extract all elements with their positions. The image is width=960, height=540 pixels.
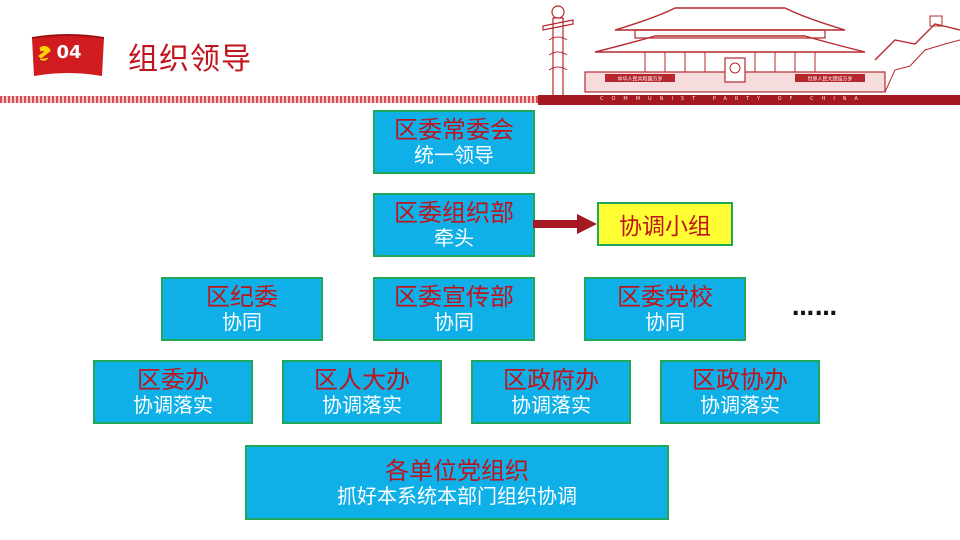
- party-organizations-box: 各单位党组织 抓好本系统本部门组织协调: [245, 445, 669, 520]
- right-arrow-icon: [533, 214, 597, 234]
- box-title: 区人大办: [314, 366, 410, 395]
- cppcc-office-box: 区政协办 协调落实: [660, 360, 820, 424]
- box-role: 协调落实: [700, 393, 780, 418]
- box-role: 抓好本系统本部门组织协调: [337, 483, 577, 508]
- page-title: 组织领导: [128, 42, 252, 77]
- motto-text: COMMUNIST PARTY OF CHINA: [600, 96, 866, 102]
- box-role: 协调落实: [511, 393, 591, 418]
- box-role: 统一领导: [414, 143, 494, 168]
- box-title: 区政府办: [503, 366, 599, 395]
- box-role: 协调落实: [322, 393, 402, 418]
- box-title: 区政协办: [692, 366, 788, 395]
- banner-left-text: 中华人民共和国万岁: [617, 76, 662, 83]
- box-title: 区委组织部: [394, 199, 514, 228]
- discipline-committee-box: 区纪委 协同: [161, 277, 323, 341]
- party-flag-icon: [31, 34, 105, 76]
- box-title: 区委宣传部: [394, 283, 514, 312]
- header-divider-accent: [538, 95, 960, 105]
- more-ellipsis: ……: [792, 296, 838, 321]
- box-role: 协同: [645, 310, 685, 335]
- box-role: 协同: [434, 310, 474, 335]
- box-role: 协调落实: [133, 393, 213, 418]
- publicity-dept-box: 区委宣传部 协同: [373, 277, 535, 341]
- slide-header: 04 组织领导 中华人民共和国万岁 世界人民大团结万岁 COMMUNIS: [0, 0, 960, 110]
- box-role: 协同: [222, 310, 262, 335]
- party-school-box: 区委党校 协同: [584, 277, 746, 341]
- tiananmen-illustration: 中华人民共和国万岁 世界人民大团结万岁: [542, 5, 960, 96]
- section-number-badge: 04: [56, 42, 82, 63]
- banner-right-text: 世界人民大团结万岁: [807, 76, 852, 83]
- box-title: 区纪委: [206, 283, 278, 312]
- box-role: 牵头: [434, 226, 474, 251]
- coordination-group-box: 协调小组: [597, 202, 733, 246]
- organization-dept-box: 区委组织部 牵头: [373, 193, 535, 257]
- box-title: 区委党校: [617, 283, 713, 312]
- box-title: 协调小组: [619, 214, 711, 240]
- header-divider: [0, 96, 960, 103]
- box-title: 各单位党组织: [385, 456, 529, 485]
- government-office-box: 区政府办 协调落实: [471, 360, 631, 424]
- district-committee-office-box: 区委办 协调落实: [93, 360, 253, 424]
- box-title: 区委办: [137, 366, 209, 395]
- box-title: 区委常委会: [394, 116, 514, 145]
- npc-office-box: 区人大办 协调落实: [282, 360, 442, 424]
- standing-committee-box: 区委常委会 统一领导: [373, 110, 535, 174]
